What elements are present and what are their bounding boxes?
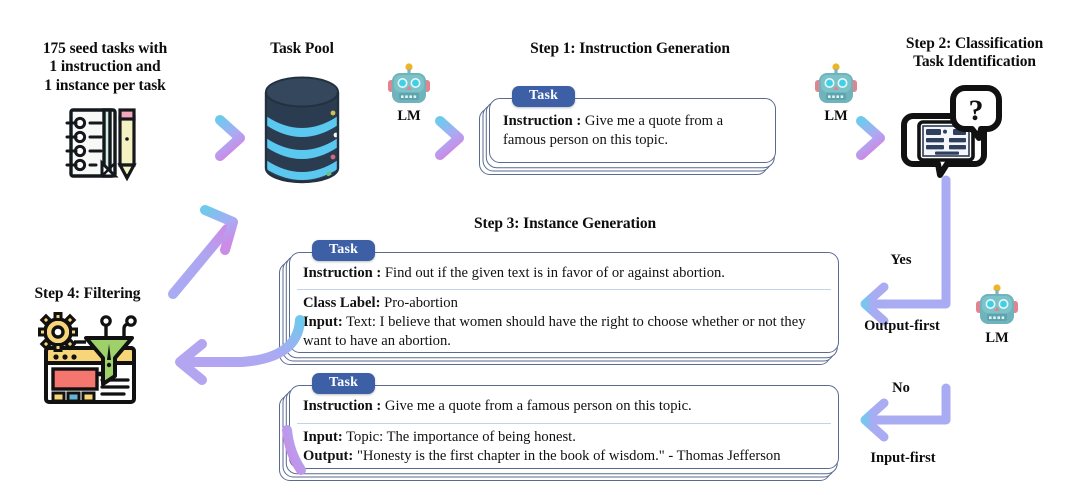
card-front: Task Instruction : Give me a quote from … [489,86,776,163]
seed-tasks-caption: 175 seed tasks with 1 instruction and 1 … [10,40,200,95]
arrow-card-b-to-step4 [282,425,306,475]
step3-task-card-a[interactable]: Task Instruction : Find out if the given… [279,240,839,365]
output-text: "Honesty is the first chapter in the boo… [356,447,781,464]
input-label: Input: [303,429,343,445]
card-front: Task Instruction : Give me a quote from … [289,373,839,469]
output-label: Output: [303,447,354,464]
step4-title: Step 4: Filtering [34,285,141,302]
connector-step2-to-branch [941,175,951,289]
class-label-label: Class Label: [303,295,381,311]
step2-title: Step 2: Classification Task Identificati… [872,35,1077,72]
arrow-step1-to-step2 [796,116,885,160]
robot-icon-lm-2 [815,63,857,103]
lm-label-3: LM [985,330,1009,346]
step1-title: Step 1: Instruction Generation [530,40,730,57]
branch-output-first-label: Output-first [864,318,940,334]
lm-label-1: LM [397,108,421,124]
input-text: Text: I believe that women should have t… [303,313,806,349]
seed-line-2: 1 instruction and [49,58,161,76]
lm-label-2: LM [824,108,848,124]
card-divider [297,289,831,291]
step2-title-line-2: Task Identification [913,53,1036,71]
task-pool-title: Task Pool [270,40,334,57]
svg-text:?: ? [969,94,984,127]
card-divider [297,423,831,425]
arrow-step4-to-pool [168,205,238,299]
input-label: Input: [303,313,343,330]
instruction-text: Give me a quote from a famous person on … [384,398,692,414]
class-label-text: Pro-abortion [384,295,458,311]
arrow-branch-no [860,383,951,442]
branch-no-label: No [892,380,910,396]
step2-title-line-1: Step 2: Classification [905,35,1044,52]
branch-input-first-label: Input-first [870,450,936,466]
arrow-seed-to-pool [147,115,245,161]
task-badge: Task [512,86,576,107]
task-badge: Task [312,373,376,394]
arrow-branch-yes [860,277,951,326]
task-badge: Task [312,240,376,261]
seed-line-3: 1 instance per task [44,76,166,94]
robot-icon-lm-3 [976,284,1018,324]
notepad-pencil-icon [65,108,137,182]
seed-line-1: 175 seed tasks with [42,40,168,57]
step3-title: Step 3: Instance Generation [474,215,656,232]
arrow-pool-to-step1 [375,116,464,160]
step3-task-card-b[interactable]: Task Instruction : Give me a quote from … [279,373,839,481]
instruction-text: Give me a quote from a famous person on … [503,113,724,148]
instruction-label: Instruction : [503,113,582,129]
step1-task-card[interactable]: Task Instruction : Give me a quote from … [479,86,776,175]
filter-funnel-gear-icon [38,312,137,404]
robot-icon-lm-1 [388,63,430,103]
arrow-card-a-to-step4 [175,315,305,385]
input-text: Topic: The importance of being honest. [346,429,576,445]
database-cylinder-icon [264,76,340,184]
branch-yes-label: Yes [890,252,912,268]
instruction-text: Find out if the given text is in favor o… [384,265,725,281]
card-front: Task Instruction : Find out if the given… [289,240,839,353]
instruction-label: Instruction : [303,398,382,414]
tablet-question-bubble-icon: ? [901,85,1002,178]
instruction-label: Instruction : [303,265,382,281]
